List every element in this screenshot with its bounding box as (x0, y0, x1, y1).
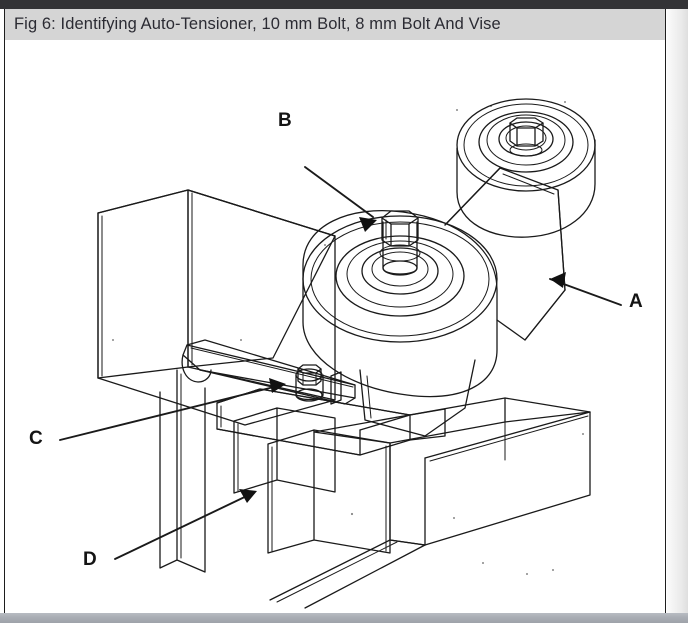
window-top-strip (0, 0, 688, 9)
ten-mm-bolt-head (379, 210, 421, 276)
callout-label-a: A (629, 291, 643, 312)
bench-side-face (504, 411, 591, 496)
figure-caption-text: Fig 6: Identifying Auto-Tensioner, 10 mm… (14, 15, 501, 33)
auto-tensioner-body (302, 167, 566, 437)
callout-leader-b (304, 166, 377, 232)
figure-caption-bar: Fig 6: Identifying Auto-Tensioner, 10 mm… (5, 9, 665, 40)
callout-leader-a (549, 272, 622, 306)
callout-label-d: D (83, 549, 97, 570)
horizontal-scrollbar[interactable] (0, 613, 688, 623)
scan-speckles (112, 101, 584, 575)
figure-artwork-area: B A C D Courtesy of AMERICAN HONDA MOTOR… (5, 40, 665, 613)
eight-mm-bolt-head (295, 364, 342, 405)
vise-movable-jaw-arm (181, 339, 356, 405)
callout-leader-c (59, 378, 286, 441)
callout-label-c: C (29, 428, 43, 449)
vertical-scroll-gutter[interactable] (667, 9, 688, 613)
vise-rear-jaw-block (97, 189, 336, 426)
idler-pulley (456, 98, 596, 238)
document-viewport[interactable]: Fig 6: Identifying Auto-Tensioner, 10 mm… (4, 9, 666, 613)
auto-tensioner-line-drawing (59, 98, 622, 609)
callout-label-b: B (278, 110, 292, 131)
vise-soft-jaws (233, 407, 391, 554)
callout-leader-d (114, 489, 257, 560)
bench-top-plate (269, 397, 591, 609)
